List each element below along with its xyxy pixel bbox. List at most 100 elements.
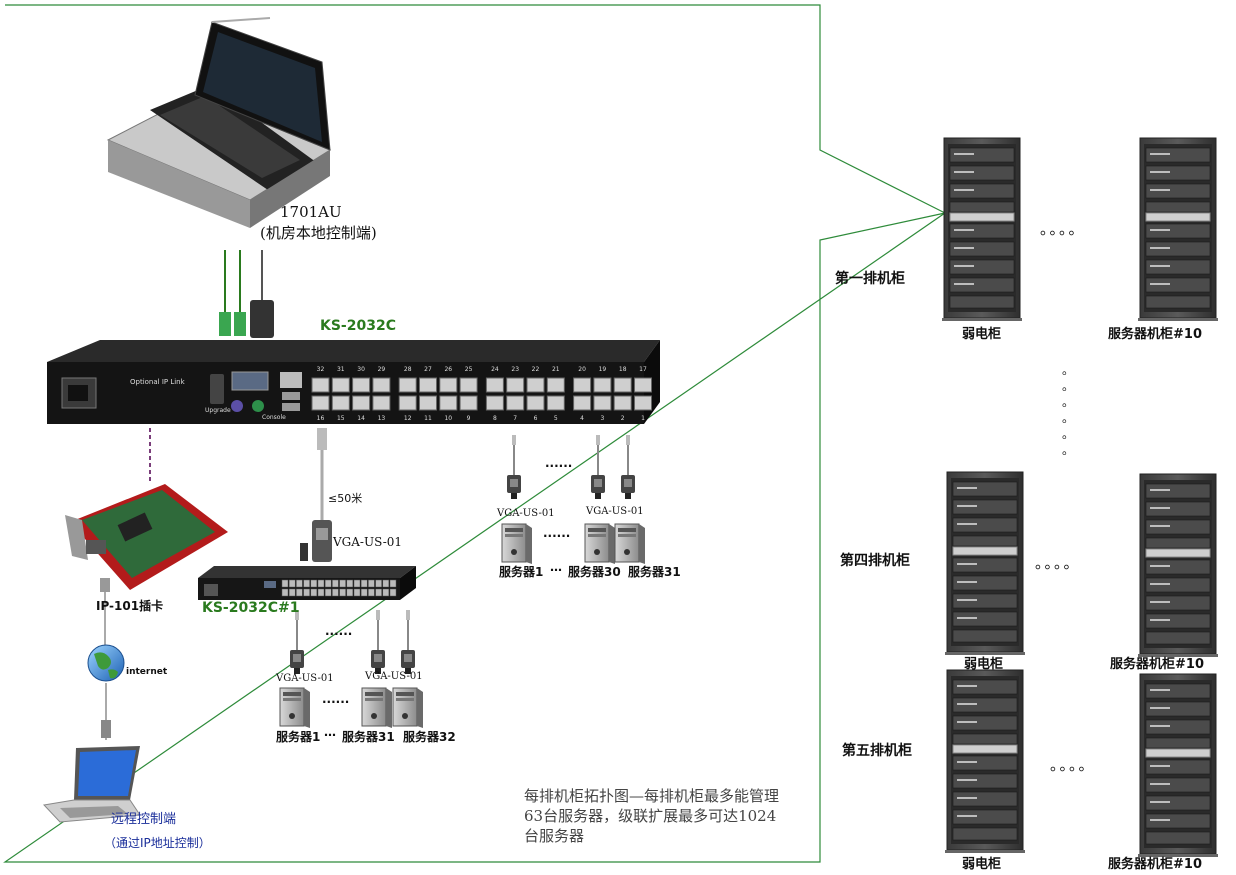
- ip-101-card-image: [65, 484, 228, 590]
- cascade-switch-label: KS-2032C#1: [202, 600, 300, 616]
- row4-server-label: 服务器机柜#10: [1110, 657, 1204, 672]
- group-b-server31: 服务器31: [342, 730, 395, 744]
- rj45-port: [439, 377, 458, 393]
- rj45-port: [311, 395, 330, 411]
- rack-row5-server: [1137, 673, 1219, 858]
- port-number: 20: [578, 366, 586, 373]
- rack-row1-server: [1137, 137, 1219, 322]
- rj45-port: [352, 377, 371, 393]
- port-number: 30: [357, 366, 365, 373]
- group-a-dots: ......: [545, 456, 573, 470]
- port-number: 23: [511, 366, 519, 373]
- port-number: 31: [337, 366, 345, 373]
- group-a-module-label: VGA-US-01: [497, 508, 555, 519]
- port-number: 7: [513, 415, 517, 422]
- remote-laptop-image: [42, 746, 141, 823]
- rj45-port: [372, 395, 391, 411]
- optional-ip-label: Optional IP Link: [130, 378, 185, 386]
- group-a-server30: 服务器30: [568, 565, 621, 579]
- group-b-ellipsis: ⋯: [324, 728, 336, 742]
- group-b-servers: [279, 687, 424, 729]
- ip-card-label: IP-101插卡: [96, 599, 164, 613]
- rj45-port-small: [368, 588, 375, 597]
- port-number: 13: [378, 415, 386, 422]
- port-number: 24: [491, 366, 499, 373]
- port-number: 25: [465, 366, 473, 373]
- vertical-dots: 。。。 。。。: [1062, 363, 1075, 457]
- port-number: 6: [534, 415, 538, 422]
- row5-weak-label: 弱电柜: [962, 857, 1002, 872]
- port-number: 3: [600, 415, 604, 422]
- rj45-port: [485, 377, 504, 393]
- rj45-port: [372, 377, 391, 393]
- rj45-port: [546, 377, 565, 393]
- rj45-port-small: [303, 579, 310, 588]
- rj45-port: [546, 395, 565, 411]
- rj45-port: [573, 377, 592, 393]
- rj45-port: [398, 377, 417, 393]
- port-number: 14: [357, 415, 365, 422]
- port-number: 17: [639, 366, 647, 373]
- rj45-port-small: [296, 588, 303, 597]
- rj45-port-small: [382, 579, 390, 588]
- rj45-port: [485, 395, 504, 411]
- upgrade-label: Upgrade: [205, 407, 231, 414]
- row1-label: 第一排机柜: [835, 271, 905, 287]
- port-number: 29: [378, 366, 386, 373]
- rack-row5-weak: [944, 669, 1026, 854]
- rj45-port-small: [303, 588, 310, 597]
- port-number: 5: [554, 415, 558, 422]
- rj45-port-small: [375, 579, 382, 588]
- group-b-server1: 服务器1: [276, 730, 321, 744]
- rj45-port-small: [288, 588, 296, 597]
- rack-row1-weak: [941, 137, 1023, 322]
- rj45-port-small: [310, 588, 318, 597]
- group-a-server31: 服务器31: [628, 565, 681, 579]
- port-number: 4: [580, 415, 584, 422]
- rj45-port: [398, 395, 417, 411]
- caption-line3: 台服务器: [524, 827, 585, 845]
- port-number: 15: [337, 415, 345, 422]
- group-a-server1: 服务器1: [499, 565, 544, 579]
- rj45-port: [573, 395, 592, 411]
- rj45-port: [593, 377, 612, 393]
- rj45-port-small: [360, 588, 368, 597]
- row1-weak-label: 弱电柜: [962, 327, 1002, 342]
- rj45-port-small: [317, 579, 325, 588]
- console-cables: [219, 250, 274, 338]
- rj45-port-small: [353, 588, 361, 597]
- cable-distance-label: ≤50米: [328, 492, 363, 505]
- port-number: 16: [317, 415, 325, 422]
- rj45-port: [311, 377, 330, 393]
- internet-label: internet: [126, 667, 168, 677]
- port-number: 1: [641, 415, 645, 422]
- group-b-module2-label: VGA-US-01: [365, 671, 423, 682]
- rj45-port: [459, 377, 478, 393]
- console-port-label: Console: [262, 414, 286, 421]
- console-model-label: 1701AU: [280, 203, 342, 221]
- rj45-port: [419, 395, 437, 411]
- group-a-servers: [501, 523, 646, 565]
- port-number: 9: [467, 415, 471, 422]
- rj45-port-small: [339, 579, 346, 588]
- rj45-port: [352, 395, 371, 411]
- caption-line2: 63台服务器，级联扩展最多可达1024: [524, 807, 777, 825]
- group-b-module-label: VGA-US-01: [276, 673, 334, 684]
- remote-label: 远程控制端: [111, 812, 177, 827]
- switch-ks-2032c-1-image: [198, 566, 416, 600]
- rj45-port-small: [296, 579, 303, 588]
- rj45-port: [506, 395, 525, 411]
- rj45-port-small: [324, 579, 332, 588]
- rj45-port: [613, 395, 632, 411]
- rj45-port-small: [324, 588, 332, 597]
- row5-label: 第五排机柜: [842, 743, 912, 759]
- row5-server-label: 服务器机柜#10: [1108, 857, 1202, 872]
- rj45-port: [506, 377, 525, 393]
- rj45-port-small: [368, 579, 375, 588]
- port-number: 12: [404, 415, 412, 422]
- row1-server-label: 服务器机柜#10: [1108, 327, 1202, 342]
- rj45-port: [439, 395, 458, 411]
- rj45-port: [331, 395, 350, 411]
